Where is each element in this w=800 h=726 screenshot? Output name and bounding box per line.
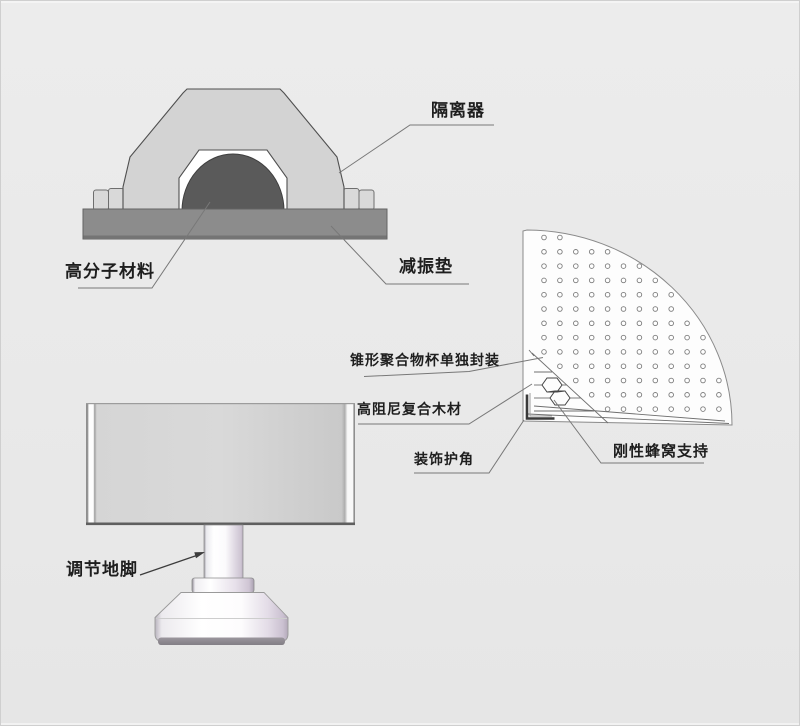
damping-pad-bottom-edge	[83, 235, 387, 239]
adjustable-foot-arrow	[139, 552, 205, 576]
damping-pad-plate	[82, 208, 388, 240]
corner-guard-inner-line	[529, 393, 552, 417]
isolator-side-tabs	[93, 188, 375, 211]
leader-damping-pad	[330, 225, 469, 285]
leader-honeycomb	[553, 399, 704, 464]
leader-isolator	[338, 124, 494, 174]
leader-conical-cup	[363, 357, 544, 377]
foot-collar	[191, 577, 255, 593]
leader-corner-guard	[414, 419, 525, 474]
leader-composite-wood	[358, 383, 533, 425]
machine-panel-top-line	[86, 403, 355, 405]
corner-guard-bracket	[525, 394, 555, 420]
foot-stem	[203, 524, 244, 580]
machine-foot-section	[86, 403, 355, 645]
label-high-damping-composite-wood: 高阻尼复合木材	[357, 401, 462, 417]
fan-panel-section	[522, 229, 733, 426]
label-rigid-honeycomb-support: 刚性蜂窝支持	[613, 443, 710, 460]
foot-base-pad	[158, 637, 285, 645]
machine-panel	[86, 403, 355, 525]
arrowhead-icon	[194, 552, 205, 559]
label-decorative-corner-guard: 装饰护角	[414, 451, 474, 467]
label-damping-pad: 减振垫	[399, 257, 453, 276]
label-polymer-material: 高分子材料	[65, 262, 155, 281]
corner-cutaway-detail	[527, 349, 730, 424]
label-adjustable-foot: 调节地脚	[66, 560, 138, 579]
polymer-dome	[181, 153, 285, 212]
machine-panel-bottom-line	[86, 522, 355, 526]
label-conical-polymer-cup: 锥形聚合物杯单独封装	[350, 352, 500, 368]
honeycomb-cells	[541, 377, 571, 406]
foot-cone	[154, 592, 289, 642]
label-isolator: 隔离器	[431, 101, 485, 120]
isolator-section	[82, 88, 388, 240]
perforation-holes	[541, 234, 722, 412]
leader-polymer-material	[78, 201, 211, 289]
leader-lines	[78, 124, 704, 474]
